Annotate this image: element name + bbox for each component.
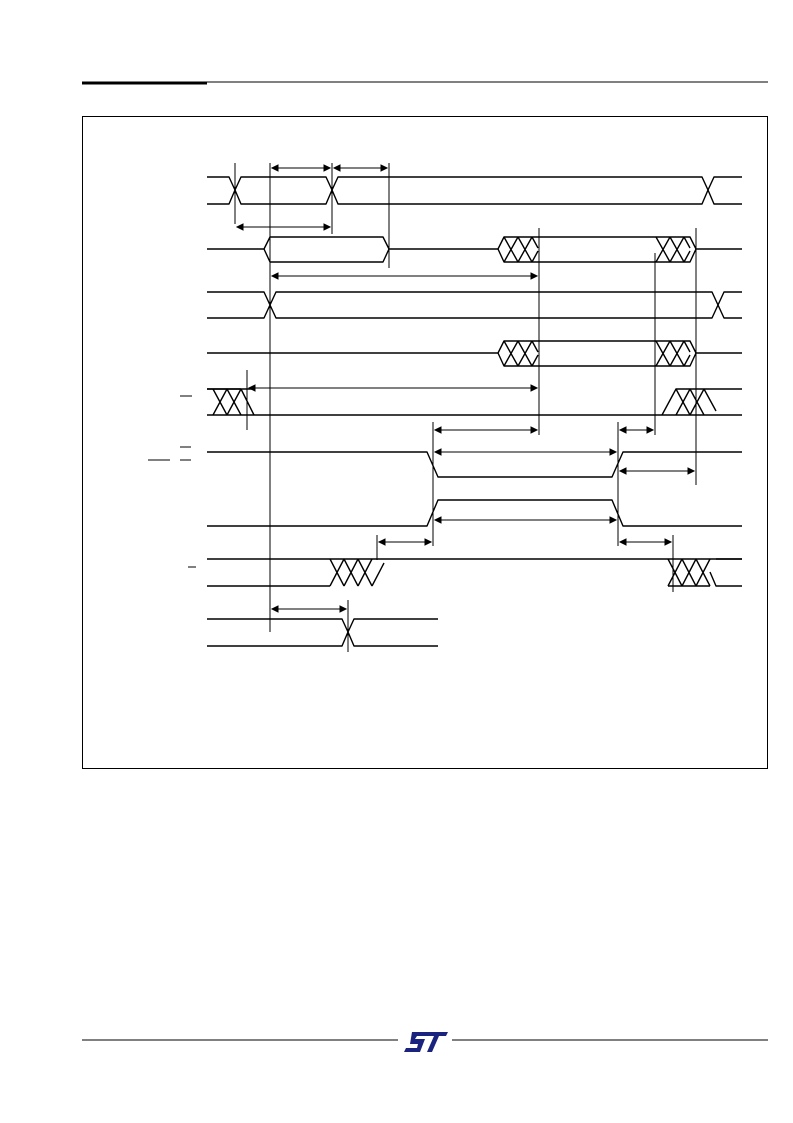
waveform-row-7 — [207, 499, 742, 527]
arrow-11 — [377, 538, 433, 546]
waveform-row-6 — [207, 451, 742, 478]
header-rule — [82, 81, 768, 85]
arrow-9 — [618, 467, 696, 475]
arrow-12 — [618, 538, 673, 546]
arrow-13 — [270, 605, 348, 613]
waveform-row-2 — [207, 236, 742, 263]
arrow-6 — [433, 426, 539, 434]
arrow-4 — [270, 272, 539, 280]
timing-arrows — [235, 164, 696, 613]
waveform-row-9 — [207, 618, 438, 647]
arrow-8 — [433, 448, 618, 456]
waveform-row-4 — [207, 340, 742, 367]
arrow-10 — [433, 516, 618, 524]
arrow-2 — [332, 164, 389, 172]
waveform-row-3 — [207, 291, 742, 319]
arrow-3 — [235, 223, 332, 231]
waveform-row-1 — [207, 176, 742, 205]
timing-reference-lines — [234, 163, 697, 652]
signal-label-overbars — [148, 395, 196, 568]
waveform-row-8 — [207, 558, 742, 587]
arrow-7 — [618, 426, 655, 434]
waveform-row-5 — [207, 388, 742, 416]
footer — [82, 1032, 768, 1052]
arrow-5 — [247, 384, 539, 392]
timing-waveforms — [207, 176, 742, 647]
arrow-1 — [270, 164, 332, 172]
st-logo — [404, 1032, 448, 1052]
figure-frame — [82, 116, 768, 769]
